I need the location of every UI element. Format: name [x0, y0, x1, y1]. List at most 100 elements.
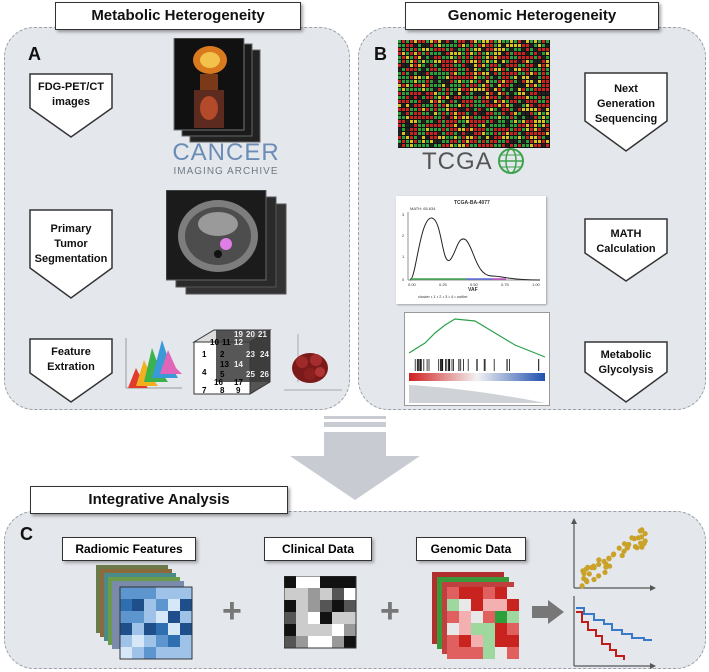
microarray-cell: [446, 40, 449, 43]
math-x-tick-2: 0.50: [470, 282, 478, 287]
microarray-cell: [494, 108, 497, 111]
microarray-cell: [450, 56, 453, 59]
microarray-cell: [454, 140, 457, 143]
microarray-cell: [446, 56, 449, 59]
microarray-cell: [450, 84, 453, 87]
microarray-cell: [466, 76, 469, 79]
microarray-cell: [462, 136, 465, 139]
microarray-cell: [418, 100, 421, 103]
microarray-cell: [510, 68, 513, 71]
microarray-cell: [398, 140, 401, 143]
microarray-cell: [458, 80, 461, 83]
microarray-cell: [398, 116, 401, 119]
microarray-cell: [542, 112, 545, 115]
microarray-cell: [450, 128, 453, 131]
microarray-cell: [526, 120, 529, 123]
clinical-cell: [320, 624, 332, 636]
microarray-cell: [482, 64, 485, 67]
microarray-cell: [438, 60, 441, 63]
scatter-dot: [625, 544, 631, 551]
genomic-cell: [459, 599, 471, 611]
microarray-cell: [510, 96, 513, 99]
microarray-cell: [534, 112, 537, 115]
microarray-cell: [414, 132, 417, 135]
scatter-dot: [629, 535, 635, 541]
ct-slice-stack: [166, 190, 287, 295]
microarray-cell: [522, 60, 525, 63]
microarray-cell: [462, 92, 465, 95]
microarray-cell: [450, 44, 453, 47]
microarray-cell: [458, 56, 461, 59]
microarray-cell: [482, 100, 485, 103]
microarray-cell: [490, 144, 493, 147]
microarray-cell: [450, 136, 453, 139]
microarray-cell: [450, 132, 453, 135]
microarray-cell: [478, 140, 481, 143]
microarray-cell: [510, 100, 513, 103]
microarray-cell: [534, 144, 537, 147]
microarray-cell: [510, 136, 513, 139]
microarray-cell: [518, 92, 521, 95]
microarray-cell: [486, 104, 489, 107]
microarray-cell: [430, 68, 433, 71]
microarray-cell: [450, 76, 453, 79]
microarray-cell: [502, 108, 505, 111]
microarray-cell: [470, 72, 473, 75]
microarray-cell: [418, 120, 421, 123]
archive-sub: IMAGING ARCHIVE: [173, 166, 279, 177]
microarray-cell: [466, 104, 469, 107]
microarray-cell: [514, 52, 517, 55]
microarray-cell: [514, 96, 517, 99]
microarray-cell: [478, 116, 481, 119]
radiomic-cell: [156, 635, 168, 647]
microarray-cell: [474, 52, 477, 55]
microarray-cell: [498, 72, 501, 75]
scatter-dot: [642, 531, 648, 537]
microarray-cell: [458, 72, 461, 75]
microarray-cell: [546, 124, 549, 127]
microarray-cell: [486, 56, 489, 59]
microarray-cell: [534, 76, 537, 79]
microarray-cell: [402, 60, 405, 63]
microarray-cell: [426, 84, 429, 87]
microarray-cell: [530, 52, 533, 55]
microarray-cell: [446, 136, 449, 139]
microarray-cell: [418, 76, 421, 79]
microarray-cell: [418, 88, 421, 91]
genomic-cell: [447, 611, 459, 623]
microarray-cell: [490, 128, 493, 131]
microarray-cell: [438, 120, 441, 123]
microarray-cell: [426, 108, 429, 111]
clinical-data-tag: Clinical Data: [264, 537, 372, 561]
microarray-cell: [470, 100, 473, 103]
microarray-cell: [446, 80, 449, 83]
microarray-cell: [438, 64, 441, 67]
microarray-cell: [418, 72, 421, 75]
microarray-cell: [454, 128, 457, 131]
microarray-cell: [510, 64, 513, 67]
microarray-cell: [462, 88, 465, 91]
microarray-cell: [426, 88, 429, 91]
microarray-cell: [482, 96, 485, 99]
microarray-cell: [470, 52, 473, 55]
microarray-cell: [462, 124, 465, 127]
microarray-cell: [498, 96, 501, 99]
microarray-cell: [398, 112, 401, 115]
microarray-cell: [458, 136, 461, 139]
microarray-cell: [446, 48, 449, 51]
microarray-cell: [514, 64, 517, 67]
microarray-cell: [422, 48, 425, 51]
radiomic-cell: [144, 635, 156, 647]
cube-numbers: 19 20 21 10 11 12 1 2 23 24 13 14 4 5 25…: [202, 330, 269, 395]
microarray-cell: [546, 144, 549, 147]
microarray-cell: [510, 48, 513, 51]
scatter-dot: [591, 576, 597, 583]
microarray-cell: [510, 140, 513, 143]
microarray-cell: [438, 116, 441, 119]
microarray-cell: [498, 140, 501, 143]
microarray-cell: [410, 92, 413, 95]
microarray-cell: [466, 144, 469, 147]
math-plot-legend: cluster • 1 • 2 • 3 • 4 • outlier: [418, 294, 468, 299]
microarray-cell: [498, 100, 501, 103]
